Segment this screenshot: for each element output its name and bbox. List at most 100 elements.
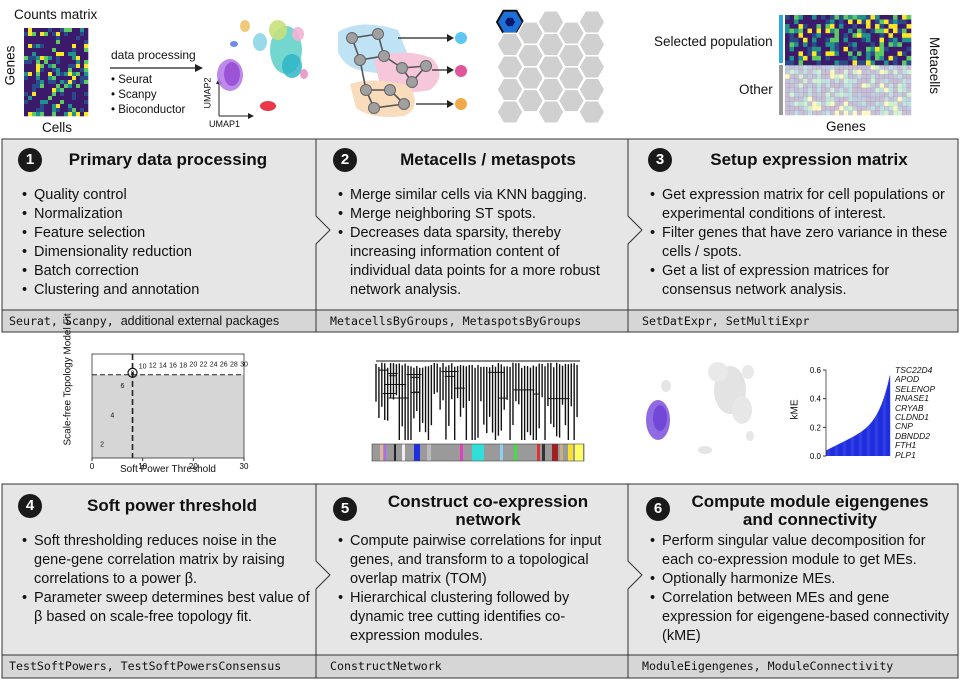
kme-bar: [827, 449, 829, 456]
hex-spot: [578, 99, 606, 124]
plot-frame: [91, 353, 245, 459]
step-4-bullets: Soft thresholding reduces noise in the g…: [22, 532, 312, 627]
step-3-functions: SetDatExpr, SetMultiExpr: [642, 314, 810, 328]
kme-bar: [859, 432, 860, 456]
kme-bar: [886, 386, 888, 456]
kme-bar: [855, 435, 857, 456]
step-1-functions: Seurat, Scanpy, additional external pack…: [9, 314, 280, 328]
kme-y-tick-label: 0.2: [810, 423, 822, 432]
kme-bar: [889, 375, 891, 456]
list-item: Filter genes that have zero variance in …: [650, 224, 948, 262]
kme-bar: [846, 440, 847, 456]
step-1-bullets: Quality control Normalization Feature se…: [22, 186, 307, 300]
list-item: Compute pairwise correlations for input …: [338, 532, 622, 589]
power-label: 26: [220, 361, 228, 368]
list-item: Merge neighboring ST spots.: [338, 205, 620, 224]
kme-bar: [885, 390, 887, 456]
kme-bar: [870, 423, 871, 456]
kme-bar: [871, 422, 873, 456]
kme-bar: [854, 435, 855, 456]
kme-bar: [887, 384, 889, 456]
module-segment: [427, 444, 431, 461]
kme-bar: [840, 443, 842, 456]
tool-item: • Scanpy: [111, 89, 157, 101]
counts-matrix-heatmap: [24, 28, 89, 117]
kme-bar: [869, 424, 870, 456]
kme-bar: [832, 447, 834, 456]
kme-bar: [883, 397, 885, 456]
kme-bar: [861, 431, 863, 456]
kme-bar: [867, 426, 869, 456]
kme-bar: [882, 400, 884, 456]
kme-bar: [860, 431, 862, 456]
kme-bar: [862, 430, 864, 456]
kme-bar: [861, 431, 862, 456]
kme-bar: [858, 433, 859, 456]
power-label: 12: [149, 362, 157, 369]
step-2-number: 2: [333, 148, 357, 172]
kme-bar: [843, 441, 845, 456]
selected-population-label: Selected population: [654, 34, 773, 49]
kme-bar: [879, 407, 881, 456]
module-segment: [575, 444, 583, 461]
hex-spot: [516, 88, 545, 113]
hex-spot: [496, 99, 524, 124]
kme-bar: [848, 439, 850, 456]
module-segment: [384, 444, 386, 461]
kme-bar: [860, 432, 861, 456]
module-segment: [560, 444, 563, 461]
kme-bar: [853, 436, 855, 456]
kme-bar: [857, 433, 859, 456]
umap-plot: [216, 20, 308, 119]
kme-gene-label: APOD: [895, 374, 920, 385]
kme-bar: [840, 442, 842, 456]
kme-bar: [828, 449, 829, 456]
kme-bar: [831, 447, 833, 456]
kme-bar: [859, 432, 861, 456]
power-label: 4: [110, 412, 114, 419]
kme-bar: [879, 408, 881, 456]
kme-y-tick-label: 0.6: [810, 366, 822, 375]
kme-y-tick-label: 0.4: [810, 395, 822, 404]
step-4-functions: TestSoftPowers, TestSoftPowersConsensus: [9, 659, 282, 673]
kme-bar: [849, 438, 851, 456]
kme-bar: [837, 444, 839, 456]
step-5-functions: ConstructNetwork: [330, 659, 442, 673]
kme-bar: [831, 447, 833, 456]
kme-bar: [875, 416, 876, 456]
kme-bar: [829, 448, 830, 456]
color-bar-frame: [371, 443, 585, 462]
x-tick-label: 0: [90, 462, 95, 471]
kme-bar: [848, 438, 850, 456]
kme-bar: [828, 448, 830, 456]
kme-chart: 0.00.20.40.6: [810, 366, 891, 461]
soft-power-ylabel: Scale-free Topology Model Fit: [62, 313, 74, 446]
kme-bar: [834, 446, 835, 456]
kme-bar: [847, 439, 849, 456]
kme-bar: [881, 403, 883, 456]
kme-bar: [863, 429, 865, 456]
spatial-spot-hexagons: [495, 9, 606, 124]
kme-bar: [845, 440, 846, 456]
kme-gene-label: TSC22D4: [895, 365, 933, 375]
kme-bar: [827, 449, 828, 456]
x-tick-label: 30: [240, 462, 249, 471]
list-item: Perform singular value decomposition for…: [650, 532, 950, 570]
module-segment: [514, 444, 517, 461]
power-label: 18: [179, 362, 187, 369]
list-item: Batch correction: [22, 262, 307, 281]
kme-bar: [866, 427, 867, 456]
kme-bar: [862, 430, 863, 456]
kme-bar: [867, 426, 868, 456]
kme-bar: [868, 425, 870, 456]
x-tick-label: 20: [189, 462, 198, 471]
kme-bar: [838, 444, 839, 456]
list-item: Merge similar cells via KNN bagging.: [338, 186, 620, 205]
kme-bar: [847, 439, 849, 456]
power-label: 8: [131, 371, 135, 378]
kme-bar: [850, 438, 851, 456]
kme-bar: [868, 425, 869, 456]
list-item: Hierarchical clustering followed by dyna…: [338, 589, 622, 646]
list-item: Clustering and annotation: [22, 281, 307, 300]
data-processing-label: data processing: [111, 48, 196, 62]
